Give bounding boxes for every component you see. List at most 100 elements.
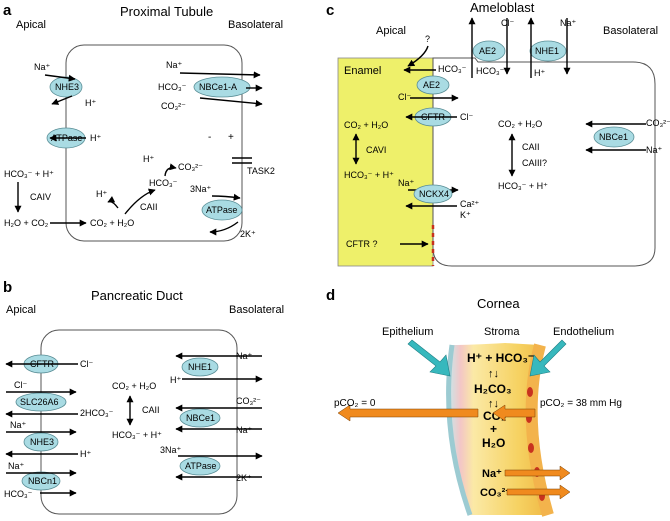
- pt-co2-h2o-label: CO₂ + H₂O: [90, 218, 134, 228]
- pt-co3-cell-arrow: [164, 163, 177, 177]
- panel-c: c Ameloblast Apical Basolateral Enamel ?…: [326, 0, 670, 267]
- am-nhe1-top-label: NHE1: [535, 46, 559, 56]
- panel-c-title: Ameloblast: [470, 0, 535, 15]
- am-cl-top-label: Cl⁻: [501, 18, 514, 28]
- cornea-na-label: Na⁺: [482, 468, 502, 480]
- pt-task2-label: TASK2: [247, 166, 275, 176]
- cornea-epithelium-layer: [446, 344, 473, 516]
- am-ae2-top-channel: [472, 40, 506, 62]
- am-caii-label: CAII: [522, 142, 540, 152]
- am-na-nckx-label: Na⁺: [398, 178, 415, 188]
- pd-nhe3-na-label: Na⁺: [10, 420, 27, 430]
- pd-slc-hco3-label: 2HCO₃⁻: [80, 408, 114, 418]
- pd-nhe1-channel: [181, 357, 219, 377]
- panel-d-letter: d: [326, 287, 335, 304]
- pd-hco3-h-label: HCO₃⁻ + H⁺: [112, 430, 162, 440]
- am-nckx4-label: NCKX4: [419, 189, 449, 199]
- am-ca-label: Ca²⁺: [460, 199, 480, 209]
- pd-co2-h2o-label: CO₂ + H₂O: [112, 381, 156, 391]
- cornea-eq-arrows-1: ↑↓: [488, 368, 499, 380]
- am-cavi-label: CAVI: [366, 145, 386, 155]
- pt-nhe3-label: NHE3: [55, 82, 79, 92]
- panel-a: a Proximal Tubule Apical Basolateral NHE…: [3, 2, 283, 242]
- panel-a-basolateral-label: Basolateral: [228, 19, 283, 31]
- am-ae2-channel: [416, 75, 450, 95]
- pd-atpase-channel: [179, 456, 221, 476]
- am-nckx4-channel: [413, 184, 453, 204]
- pt-nhe3-channel: [49, 76, 83, 98]
- pd-nbce1-label: NBCe1: [186, 413, 215, 423]
- pt-atpase-h-label: H⁺: [90, 133, 101, 143]
- endothelial-cell-dot: [528, 443, 534, 453]
- am-question-label: ?: [425, 34, 430, 44]
- pd-na3-label: 3Na⁺: [160, 445, 182, 455]
- cornea-h-hco3-label: H⁺ + HCO₃⁻: [467, 351, 534, 365]
- co2-influx-arrow-right: [492, 404, 536, 422]
- pt-h-label: H⁺: [85, 98, 96, 108]
- cornea-plus-label: +: [490, 422, 497, 436]
- pd-nhe1-label: NHE1: [188, 362, 212, 372]
- epithelium-teal-arrow: [407, 339, 451, 377]
- panel-b-basolateral-label: Basolateral: [229, 304, 284, 316]
- pt-hco3-h-label: HCO₃⁻ + H⁺: [4, 169, 54, 179]
- am-hco3-ae2-label: HCO₃⁻: [438, 64, 467, 74]
- pt-h-cell-arrow: [107, 196, 119, 209]
- pt-minus-label: -: [208, 132, 211, 143]
- pt-na-b-label: Na⁺: [166, 60, 183, 70]
- am-hco3-top-label: HCO₃⁻: [476, 66, 505, 76]
- pd-slc26a6-channel: [15, 392, 67, 412]
- cornea-co3-label: CO₃²⁻: [480, 487, 511, 499]
- panel-a-apical-label: Apical: [16, 19, 46, 31]
- pt-co3-cell-label: CO₃²⁻: [178, 162, 203, 172]
- pt-atpase-b-channel: [201, 199, 243, 221]
- cornea-epithelium-label: Epithelium: [382, 326, 433, 338]
- pd-nbcn1-label: NBCn1: [28, 476, 57, 486]
- pt-k2-arrow: [209, 221, 239, 236]
- pd-nbce1-channel: [179, 408, 221, 428]
- am-co2-h2o-enamel-label: CO₂ + H₂O: [344, 120, 388, 130]
- pt-h2o-co2-label: H₂O + CO₂: [4, 218, 49, 228]
- pd-slc26a6-label: SLC26A6: [20, 397, 59, 407]
- am-h-top-label: H⁺: [534, 68, 545, 78]
- panel-c-apical-label: Apical: [376, 25, 406, 37]
- pt-h-arrow: [51, 95, 73, 105]
- pt-na-arrow: [44, 74, 76, 82]
- cornea-eq-arrows-2: ↑↓: [488, 398, 499, 410]
- am-nbce1-channel: [593, 126, 635, 148]
- pt-h-cell-label: H⁺: [96, 189, 107, 199]
- pd-nhe1-h-label: H⁺: [170, 375, 181, 385]
- panel-d: d Cornea Epithelium Stroma Endothelium H…: [326, 287, 622, 517]
- panel-a-letter: a: [3, 2, 12, 19]
- am-cftr-question-label: CFTR ?: [346, 239, 378, 249]
- panel-b-title: Pancreatic Duct: [91, 288, 183, 303]
- cornea-stroma-label: Stroma: [484, 326, 520, 338]
- pd-atpase-label: ATPase: [185, 461, 216, 471]
- pt-na-b-arrow: [179, 71, 261, 79]
- pt-nbce1a-label: NBCe1-A: [199, 82, 237, 92]
- pt-na3-label: 3Na⁺: [190, 184, 212, 194]
- panel-b-letter: b: [3, 279, 12, 296]
- am-na-label: Na⁺: [646, 145, 663, 155]
- cornea-pco2-right-label: pCO₂ = 38 mm Hg: [540, 398, 622, 409]
- ameloblast-cell-outline: [432, 57, 656, 267]
- pd-nhe3-channel: [23, 432, 59, 452]
- enamel-label: Enamel: [344, 65, 381, 77]
- pd-cftr-cl-label: Cl⁻: [80, 359, 93, 369]
- pd-nhe3-label: NHE3: [30, 437, 54, 447]
- pd-caii-label: CAII: [142, 405, 160, 415]
- pt-caiv-label: CAIV: [30, 192, 51, 202]
- panel-a-title: Proximal Tubule: [120, 4, 213, 19]
- pt-h-cell2-label: H⁺: [143, 154, 154, 164]
- am-caiii-label: CAIII?: [522, 158, 547, 168]
- co3-transport-arrow: [506, 484, 571, 500]
- endothelial-cell-dot: [527, 387, 533, 397]
- endothelium-teal-arrow: [529, 339, 567, 377]
- pd-nbcn1-hco3-label: HCO₃⁻: [4, 489, 33, 499]
- am-co2-h2o-cell-label: CO₂ + H₂O: [498, 119, 542, 129]
- am-hco3-h-cell-label: HCO₃⁻ + H⁺: [498, 181, 548, 191]
- panel-d-title: Cornea: [477, 296, 520, 311]
- pd-nbcn1-channel: [21, 471, 61, 491]
- pt-k2-label: 2K⁺: [240, 229, 256, 239]
- pt-hco3-b-label: HCO₃⁻: [158, 82, 187, 92]
